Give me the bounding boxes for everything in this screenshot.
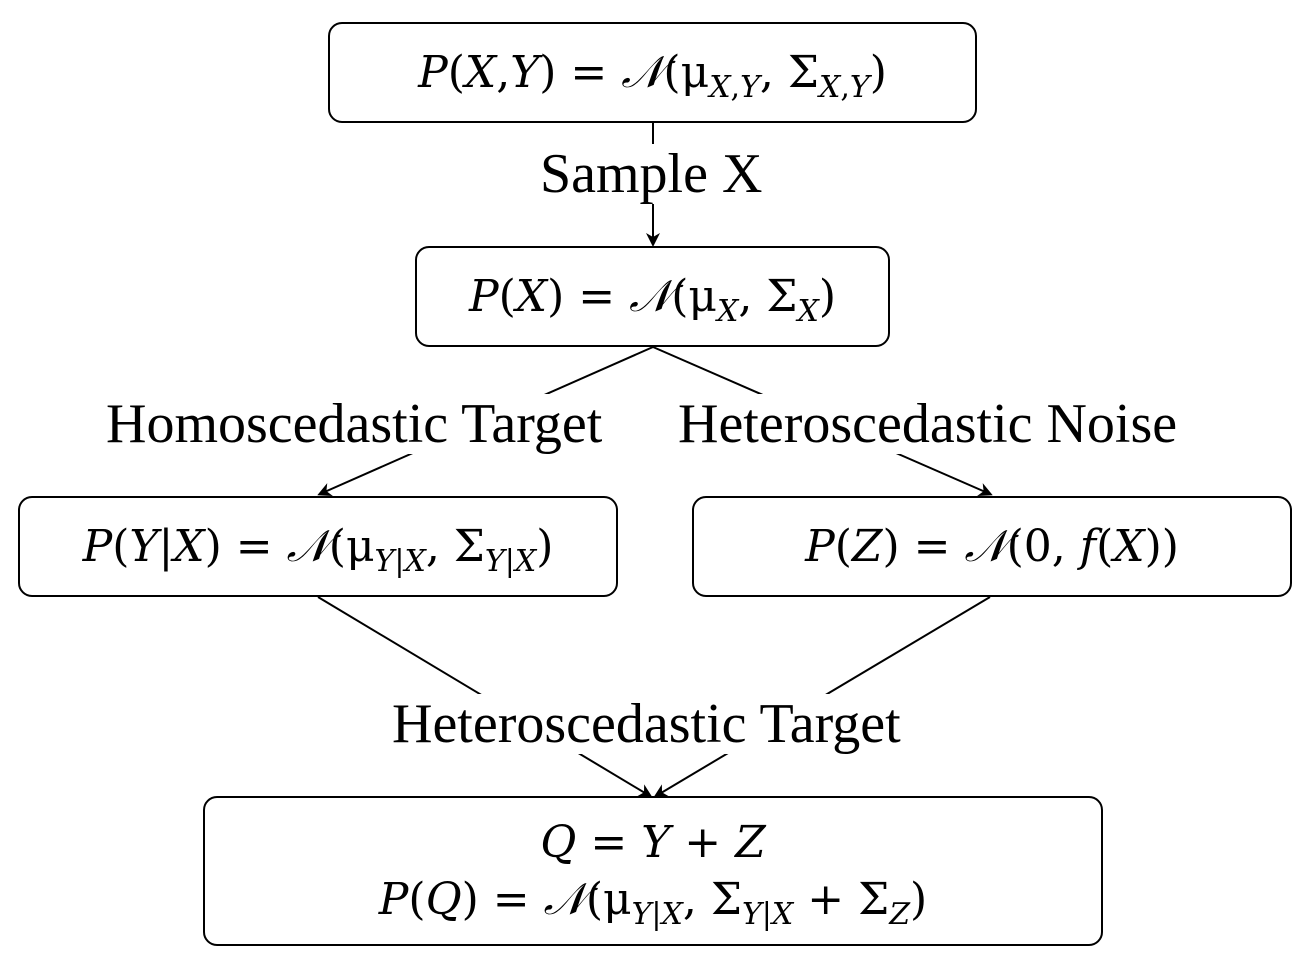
node-joint-distribution: P(X,Y) = 𝒩(μX,Y, ΣX,Y)	[328, 22, 977, 123]
node-result-distribution: Q = Y + Z P(Q) = 𝒩(μY|X, ΣY|X + ΣZ)	[203, 796, 1103, 946]
node-joint-formula: P(X,Y) = 𝒩(μX,Y, ΣX,Y)	[418, 47, 887, 105]
node-result-sum: Q = Y + Z	[540, 817, 766, 868]
node-conditional-formula: P(Y|X) = 𝒩(μY|X, ΣY|X)	[82, 521, 554, 579]
node-conditional-distribution: P(Y|X) = 𝒩(μY|X, ΣY|X)	[18, 496, 618, 597]
node-marginal-distribution: P(X) = 𝒩(μX, ΣX)	[415, 246, 890, 347]
node-result-formula: P(Q) = 𝒩(μY|X, ΣY|X + ΣZ)	[378, 874, 928, 932]
edge-label-sample-x: Sample X	[534, 144, 769, 204]
edge-label-heteroscedastic-target: Heteroscedastic Target	[386, 694, 907, 754]
edge-label-heteroscedastic-noise: Heteroscedastic Noise	[672, 394, 1184, 454]
node-noise-distribution: P(Z) = 𝒩(0, f(X))	[692, 496, 1292, 597]
node-marginal-formula: P(X) = 𝒩(μX, ΣX)	[468, 271, 837, 329]
edge-label-homoscedastic-target: Homoscedastic Target	[100, 394, 609, 454]
node-noise-formula: P(Z) = 𝒩(0, f(X))	[805, 521, 1179, 572]
